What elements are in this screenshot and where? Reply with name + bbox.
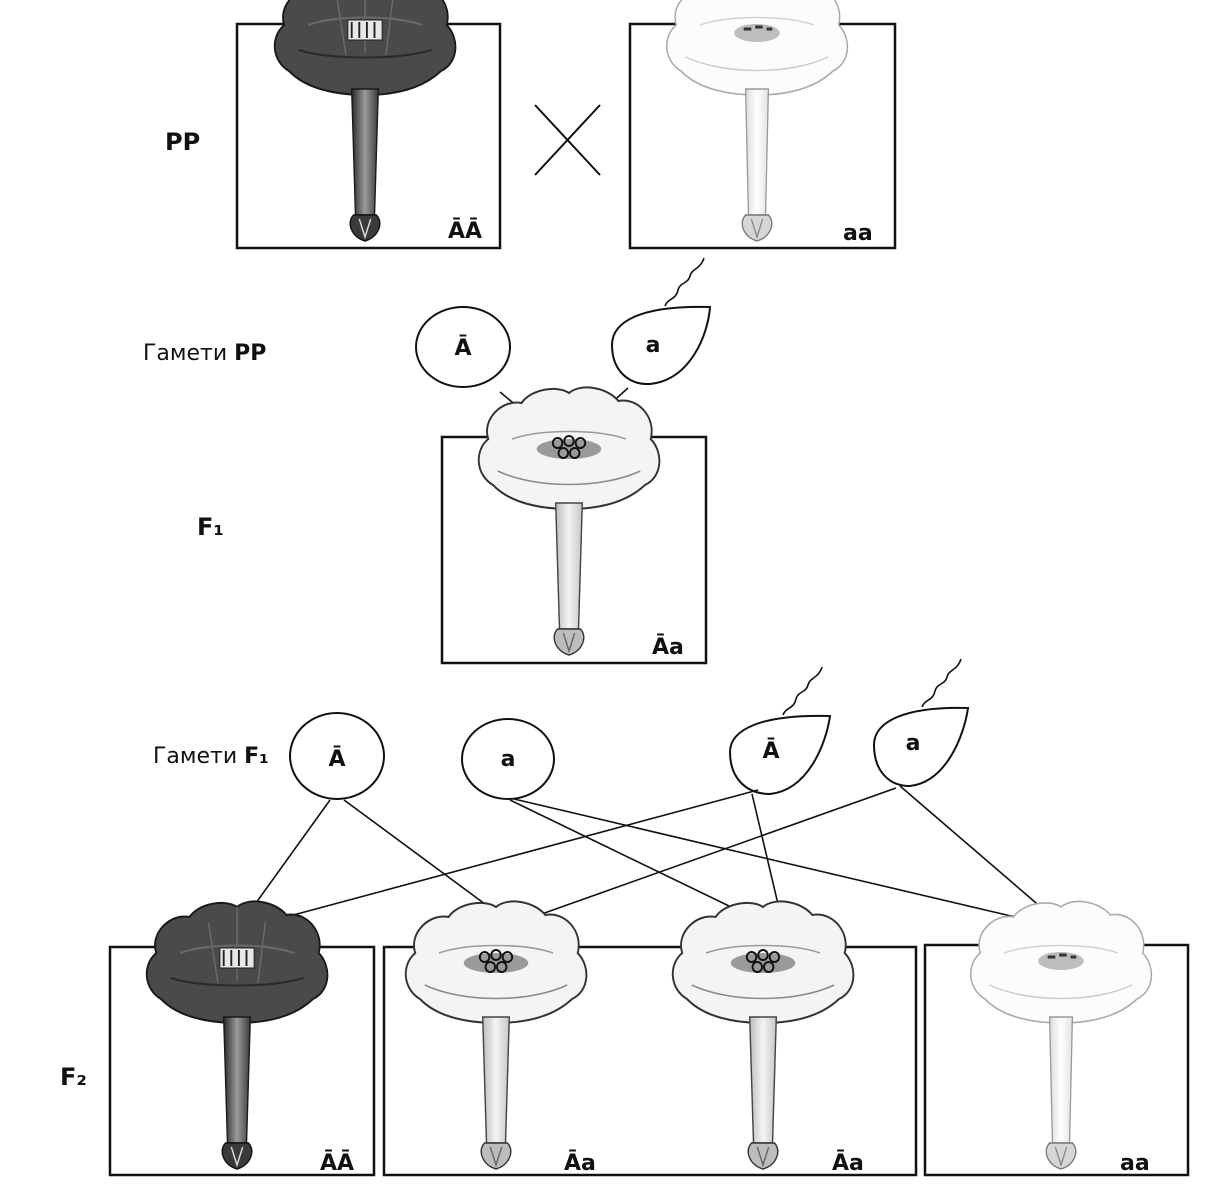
f1-gamete-sperm-recessive: a (872, 658, 970, 788)
parent-dominant-card: ĀĀ (235, 0, 502, 250)
label-f1: F₁ (197, 513, 224, 541)
f2-card-homozygous-recessive: aa (923, 899, 1190, 1177)
f1-card: Āa (440, 386, 708, 665)
f2-card-heterozygous: Āa Āa (382, 900, 918, 1177)
parent-gamete-sperm: a (610, 257, 712, 386)
svg-text:a: a (906, 731, 921, 756)
f2-card-homozygous-dominant: ĀĀ (108, 900, 376, 1177)
svg-text:a: a (501, 747, 516, 772)
svg-text:Ā: Ā (328, 746, 345, 772)
svg-text:Ā: Ā (762, 738, 779, 764)
svg-text:a: a (646, 333, 661, 358)
parent-recessive-card: aa (628, 0, 897, 250)
f1-gamete-egg-recessive: a (461, 718, 555, 800)
parent-gamete-egg: Ā (415, 306, 511, 388)
f2-genotype-4: aa (1120, 1151, 1150, 1176)
f1-genotype: Āa (652, 634, 684, 660)
f2-genotype-2: Āa (564, 1150, 596, 1176)
f1-gamete-sperm-dominant: Ā (728, 666, 832, 796)
label-parents: РР (165, 128, 200, 156)
label-parent-gametes: Гамети РР (143, 341, 266, 366)
parent-recessive-genotype: aa (843, 221, 873, 246)
f2-genotype-1: ĀĀ (320, 1150, 354, 1176)
label-f1-gametes: Гамети F₁ (153, 744, 269, 769)
svg-text:Ā: Ā (454, 335, 471, 361)
parent-dominant-genotype: ĀĀ (448, 218, 482, 244)
f2-genotype-3: Āa (832, 1150, 864, 1176)
f1-gamete-egg-dominant: Ā (289, 712, 385, 800)
label-f2: F₂ (60, 1063, 87, 1091)
cross-sign (534, 104, 601, 176)
